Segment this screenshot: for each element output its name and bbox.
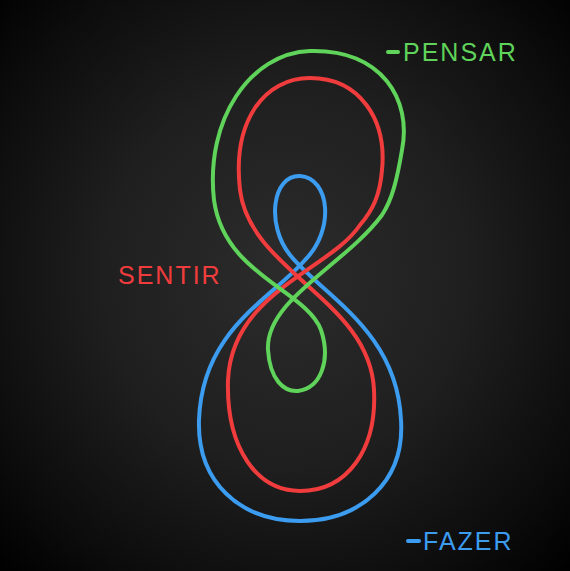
green-loop [213, 51, 404, 391]
red-label: SENTIR [118, 263, 222, 288]
blue-label: FAZER [423, 529, 514, 554]
leader-line [388, 50, 398, 54]
leader-line [408, 539, 419, 543]
green-label: PENSAR [403, 40, 518, 65]
